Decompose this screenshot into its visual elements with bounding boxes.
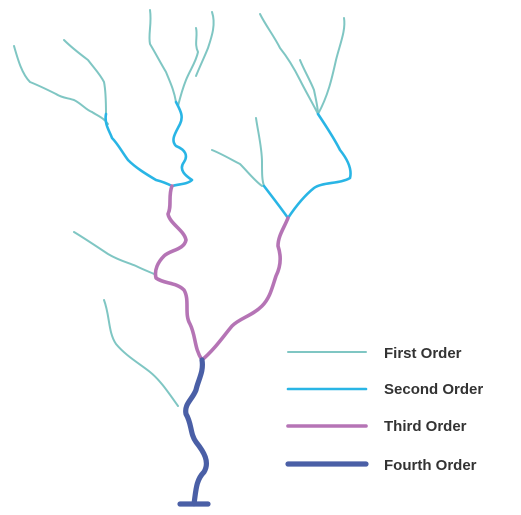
first-order-stream [195,11,215,77]
first-order-stream [259,13,319,115]
legend-item-fourth-order: Fourth Order [285,457,477,474]
legend-label-first-order: First Order [384,345,462,362]
first-order-stream [103,299,179,407]
legend: First Order Second Order Third Order Fou… [285,345,483,474]
first-order-stream [13,45,109,125]
fourth-order-streams [177,357,211,507]
second-order-stream [286,112,352,220]
second-order-stream [104,112,174,188]
legend-label-third-order: Third Order [384,418,467,435]
first-order-stream [73,231,155,275]
legend-item-first-order: First Order [287,345,462,362]
first-order-stream [211,149,263,187]
third-order-stream [200,216,290,362]
second-order-streams [104,100,352,220]
third-order-stream [153,184,204,362]
second-order-stream [262,184,290,220]
river-network [13,9,352,507]
first-order-stream [299,59,319,115]
first-order-stream [63,39,107,115]
legend-item-third-order: Third Order [286,418,467,435]
legend-item-second-order: Second Order [286,381,483,398]
first-order-stream [255,117,265,187]
second-order-stream [170,100,194,188]
legend-label-fourth-order: Fourth Order [384,457,477,474]
third-order-streams [153,184,290,362]
first-order-streams [13,9,346,407]
legend-label-second-order: Second Order [384,381,483,398]
first-order-stream [177,27,199,107]
first-order-stream [317,17,346,115]
first-order-stream [148,9,177,103]
fourth-order-stream [183,357,210,507]
